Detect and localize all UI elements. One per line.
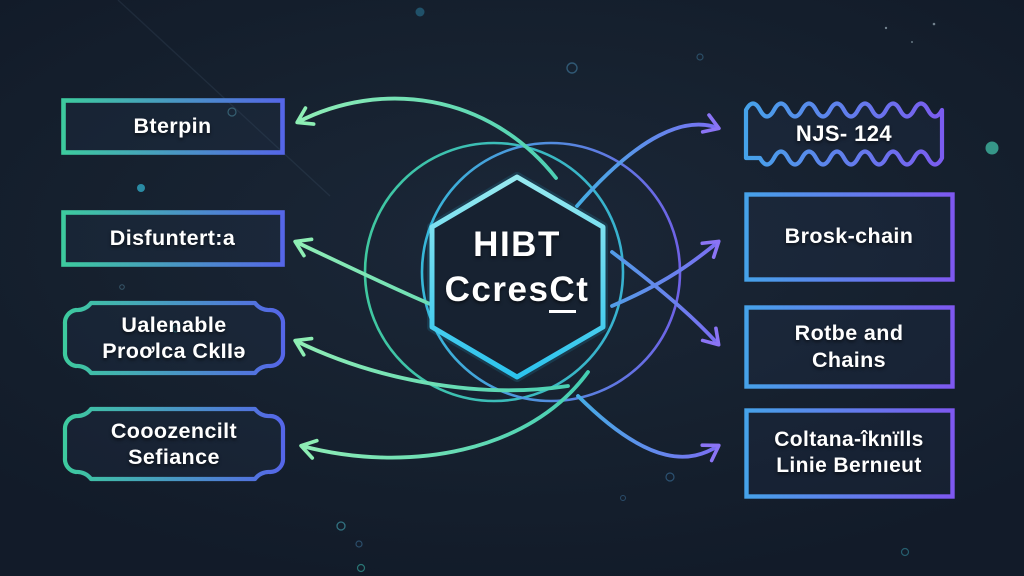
left-box-1-label: Bterpin xyxy=(63,100,282,152)
hexagon-title-line1: HIBT xyxy=(473,224,561,264)
arrow-to-left-box-1 xyxy=(295,96,558,180)
faint-diagonal-line xyxy=(117,0,331,197)
right-box-3-label: Rotbe and Chains xyxy=(746,307,952,386)
arrow-to-right-box-3 xyxy=(610,250,721,347)
right-box-1-label: NJS- 124 xyxy=(746,106,942,162)
left-box-4-outline xyxy=(62,406,286,482)
decorative-dots xyxy=(119,7,999,573)
hexagon-label: HIBT CcresCt xyxy=(427,217,607,317)
right-box-3-text-line1: Rotbe and xyxy=(794,321,904,346)
right-box-4-text-line1: Coltana-îknïlls xyxy=(774,428,924,452)
hexagon-title-line2-post: t xyxy=(576,270,590,309)
left-box-1-outline xyxy=(61,98,285,155)
right-box-4-outline xyxy=(744,408,955,499)
left-box-4-text-line1: Cooozencilt xyxy=(110,418,238,443)
orbit-circle-left xyxy=(363,141,625,403)
right-box-2-label: Brosk-chain xyxy=(746,194,952,279)
hexagon-title-line2-underlined: C xyxy=(549,270,577,313)
arrow-to-left-box-4 xyxy=(299,370,590,460)
arrow-to-right-box-2 xyxy=(610,239,721,308)
right-box-2-outline xyxy=(744,192,955,282)
left-box-2-outline xyxy=(61,210,285,267)
left-box-4-text-line2: Sefiance xyxy=(128,445,220,469)
left-box-2-label: Disfuntert:a xyxy=(63,212,282,264)
left-box-3-label: Ualenable Proơlca CkIIə xyxy=(65,303,283,373)
left-box-2-text: Disfuntert:a xyxy=(109,225,236,250)
left-box-3-outline xyxy=(62,300,286,376)
left-box-1-text: Bterpin xyxy=(133,113,212,138)
right-box-3-text-line2: Chains xyxy=(811,347,887,372)
right-box-3-outline xyxy=(744,305,955,389)
center-hexagon xyxy=(429,174,606,380)
right-box-4-text-line2: Linie Bernıeut xyxy=(776,454,922,477)
right-box-4-label: Coltana-îknïlls Linie Bernıeut xyxy=(746,410,952,496)
hexagon-title-line2: CcresCt xyxy=(445,267,590,313)
arrow-to-right-box-4 xyxy=(576,394,721,463)
left-box-4-label: Cooozencilt Sefiance xyxy=(65,409,283,479)
right-box-1-text: NJS- 124 xyxy=(795,120,893,146)
right-box-2-text: Brosk-chain xyxy=(784,224,914,249)
hexagon-title-line2-pre: Ccres xyxy=(444,270,550,309)
arrow-to-right-box-1 xyxy=(575,113,721,208)
right-box-1-outline xyxy=(743,101,945,167)
arrow-to-left-box-3 xyxy=(293,336,570,393)
left-box-3-text-line1: Ualenable xyxy=(121,312,227,337)
left-box-3-text-line2: Proơlca CkIIə xyxy=(102,339,246,363)
